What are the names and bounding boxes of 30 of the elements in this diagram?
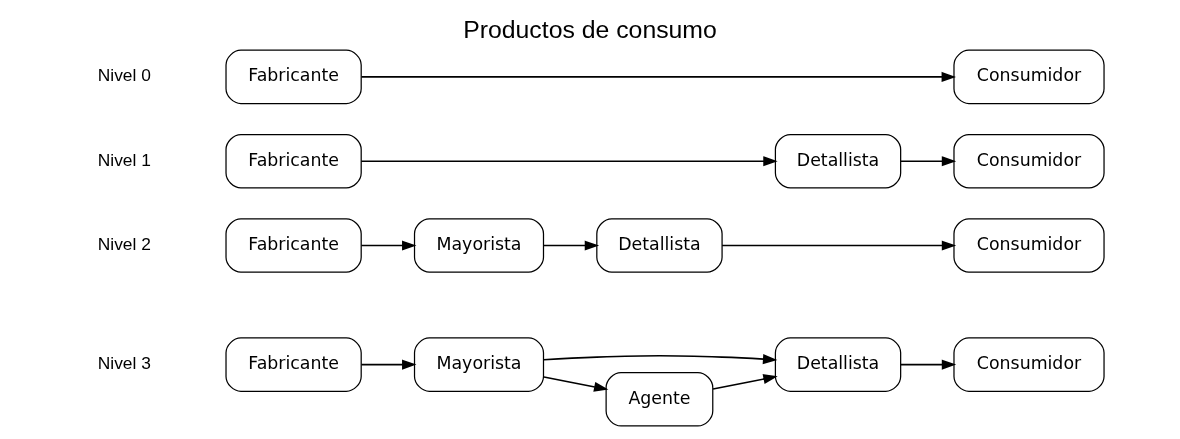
arrow: [712, 374, 778, 390]
node-box: Consumidor: [953, 218, 1105, 273]
node-box: Mayorista: [413, 218, 545, 273]
arrow: [543, 240, 600, 251]
node-box: Fabricante: [225, 218, 362, 273]
node-box: Fabricante: [225, 337, 362, 392]
node-box: Detallista: [596, 218, 723, 273]
arrow: [360, 240, 417, 251]
node-box: Fabricante: [225, 133, 362, 189]
node-box: Fabricante: [225, 49, 362, 105]
arrow: [900, 156, 957, 167]
diagram-title: Productos de consumo: [463, 15, 717, 43]
arrow: [542, 354, 778, 365]
label: Nivel 2: [97, 234, 151, 255]
label: Nivel 1: [97, 149, 151, 170]
node-box: Agente: [605, 372, 714, 427]
node-box: Detallista: [774, 133, 902, 189]
arrow: [900, 359, 957, 370]
label: Nivel 3: [97, 353, 151, 374]
label: Nivel 0: [97, 65, 151, 86]
arrow: [543, 376, 609, 392]
node-box: Consumidor: [953, 49, 1105, 105]
node-box: Consumidor: [953, 337, 1105, 392]
arrow: [721, 240, 957, 251]
node-box: Consumidor: [953, 133, 1105, 189]
arrow: [360, 156, 778, 167]
arrow: [360, 359, 417, 370]
node-box: Detallista: [774, 337, 902, 392]
arrow: [360, 71, 956, 82]
node-box: Mayorista: [413, 337, 545, 392]
